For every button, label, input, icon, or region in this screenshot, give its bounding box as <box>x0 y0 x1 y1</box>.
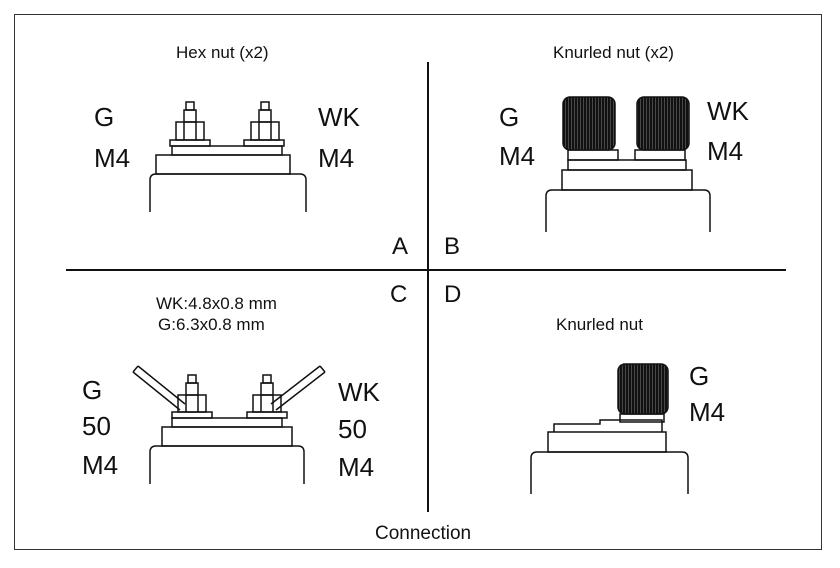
hex-nut-icon <box>250 101 280 141</box>
label-b-right-2: M4 <box>707 136 744 166</box>
terminal-d <box>530 363 689 494</box>
label-c-right-3: M4 <box>338 452 375 482</box>
knurled-nut-icon <box>562 96 616 151</box>
caption-c-line-2: G:6.3x0.8 mm <box>158 315 265 334</box>
caption-a: Hex nut (x2) <box>176 43 269 62</box>
label-a-left-1: G <box>94 102 115 132</box>
label-c-left-1: G <box>82 375 103 405</box>
label-b-right-1: WK <box>707 96 749 126</box>
label-c-left-3: M4 <box>82 450 119 480</box>
label-d-right-1: G <box>689 361 710 391</box>
quadrant-letter-a: A <box>392 233 409 260</box>
label-b-left-1: G <box>499 102 520 132</box>
blade-tab-left <box>132 365 186 411</box>
label-c-right-2: 50 <box>338 414 367 444</box>
label-b-left-2: M4 <box>499 141 536 171</box>
caption-b: Knurled nut (x2) <box>553 43 674 62</box>
label-c-right-1: WK <box>338 377 380 407</box>
terminal-a <box>149 101 307 212</box>
label-c-left-2: 50 <box>82 411 111 441</box>
blade-tab-right <box>270 365 326 411</box>
hex-nut-with-tab-icon <box>252 374 282 413</box>
quadrant-letter-c: C <box>390 281 408 308</box>
figure-frame <box>14 14 822 550</box>
caption-c-line-1: WK:4.8x0.8 mm <box>156 294 277 313</box>
knurled-nut-icon <box>636 96 690 151</box>
knurled-nut-icon <box>617 363 669 415</box>
quadrant-letter-d: D <box>444 281 462 308</box>
hex-nut-icon <box>175 101 205 141</box>
label-a-right-1: WK <box>318 102 360 132</box>
label-a-left-2: M4 <box>94 143 131 173</box>
label-a-right-2: M4 <box>318 143 355 173</box>
caption-d: Knurled nut <box>556 315 643 334</box>
terminal-c <box>132 365 326 484</box>
quadrant-letter-b: B <box>444 233 461 260</box>
terminal-b <box>545 96 711 232</box>
hex-nut-with-tab-icon <box>177 374 207 413</box>
label-d-right-2: M4 <box>689 397 726 427</box>
footer-caption: Connection <box>375 523 472 544</box>
